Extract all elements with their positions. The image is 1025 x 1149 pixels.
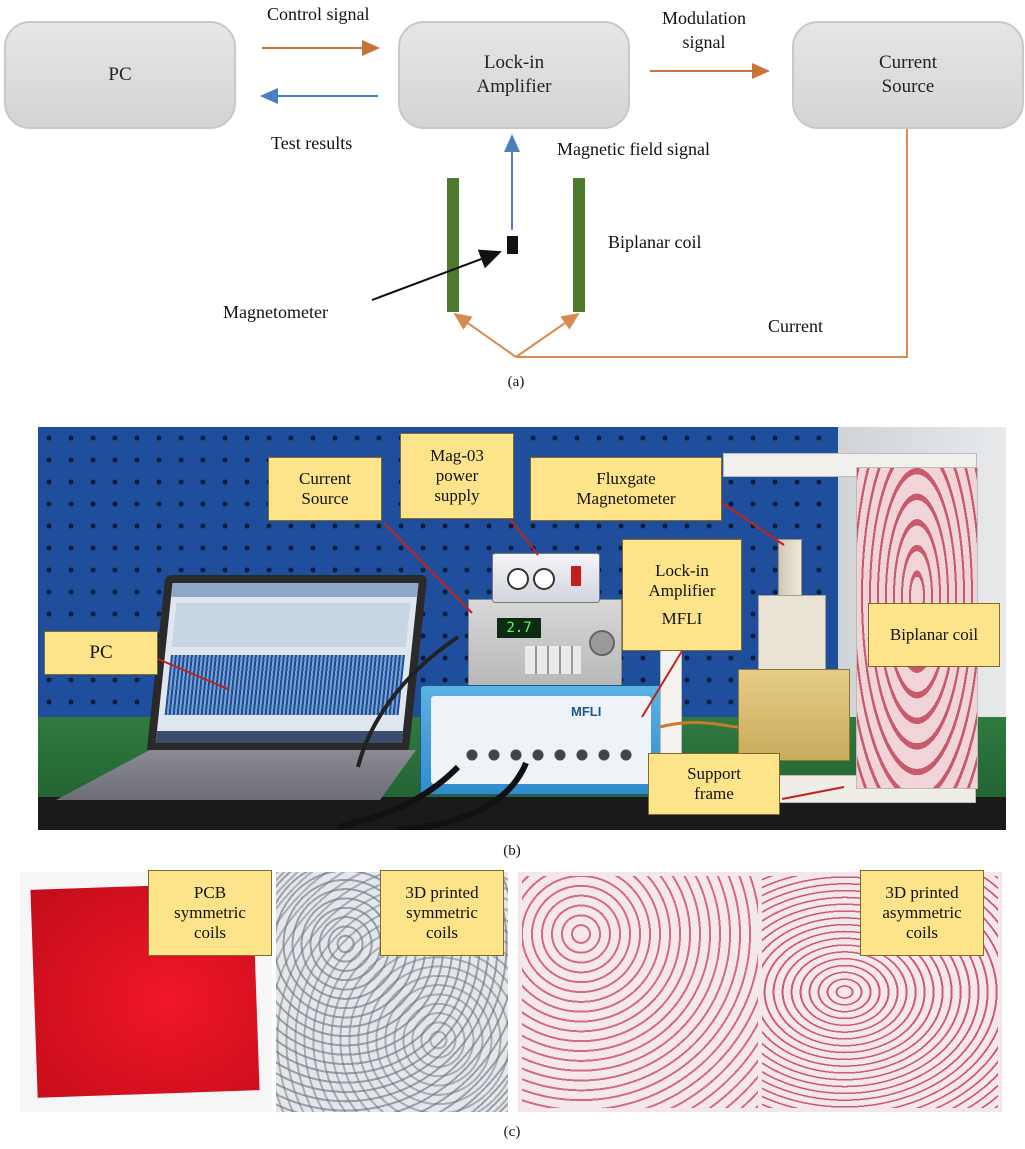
biplanar-coil-right-plate [573,178,585,312]
panel-b-photo: 2.7 MFLI PC [38,427,1006,830]
callout-lockin-line1: Lock-in [655,561,709,580]
mfli-instrument: MFLI [420,685,662,795]
current-source-label-line2: Source [881,76,935,97]
callout-fluxgate-line2: Magnetometer [576,489,676,508]
pc-block: PC [4,21,236,129]
cables [337,635,739,830]
current-source-instrument: 2.7 [468,599,622,689]
mag03-dial-right [533,568,555,590]
callout-biplanar-coil-text: Biplanar coil [889,625,979,644]
callout-mag03-line1: Mag-03 [430,446,484,465]
mfli-brand-label: MFLI [571,704,602,719]
modulation-label-line2: signal [682,32,726,52]
callout-fluxgate-line1: Fluxgate [596,469,656,488]
callout-biplanar-coil: Biplanar coil [868,603,1000,667]
control-signal-label: Control signal [267,4,370,24]
callout-pc: PC [44,631,158,675]
callout-pcb-symmetric-coils: PCB symmetric coils [148,870,272,956]
asymmetric-coil-left-plate [522,876,758,1108]
biplanar-coil-left-plate [447,178,459,312]
mfli-front-panel: MFLI [431,696,651,784]
callout-pcb-line3: coils [193,923,227,942]
current-source-label-line1: Current [878,52,938,73]
caption-c: (c) [503,1124,521,1140]
current-wire [516,127,908,358]
diagram-connectors [260,40,908,358]
callout-pcb-line1: PCB [193,883,227,902]
callout-pcb-line2: symmetric [174,903,246,922]
callout-current-source-line2: Source [301,489,349,508]
current-wire-branch-right [515,312,580,358]
callout-leader-lines [157,502,909,800]
pc-block-label: PC [108,64,132,85]
callout-lockin-line2: Amplifier [648,581,716,600]
callout-3d-printed-symmetric-coils: 3D printed symmetric coils [380,870,504,956]
lockin-label-line2: Amplifier [476,76,552,97]
callout-current-source-line1: Current [299,469,351,488]
callout-printed-sym-line3: coils [425,923,459,942]
caption-a: (a) [507,374,525,390]
callout-printed-asym-line2: asymmetric [882,903,962,922]
callout-printed-sym-line1: 3D printed [405,883,479,902]
lockin-amplifier-block: Lock-in Amplifier [398,21,630,129]
magnetic-field-signal-label: Magnetic field signal [557,139,710,159]
callout-printed-asym-line3: coils [905,923,939,942]
mag03-power-supply-unit [492,553,600,603]
sensor-holder-yellow [738,669,850,761]
current-source-display: 2.7 [497,618,541,638]
fluxgate-mount-block [758,595,826,677]
callout-support-line2: frame [694,784,734,803]
current-source-knob [589,630,615,656]
callout-support-line1: Support [687,764,741,783]
biplanar-coil-label: Biplanar coil [608,232,702,252]
callout-mag03-power-supply: Mag-03 power supply [400,433,514,519]
callout-printed-sym-line2: symmetric [406,903,478,922]
callout-pc-text: PC [89,642,113,663]
callout-mag03-line3: supply [434,486,480,505]
callout-printed-asym-line1: 3D printed [885,883,959,902]
callout-lockin-amplifier: Lock-in Amplifier MFLI [622,539,742,651]
test-results-label: Test results [271,133,353,153]
callout-support-frame: Support frame [648,753,780,815]
mag03-switch [571,566,581,586]
magnetometer-sensor [507,236,518,254]
current-source-block: Current Source [792,21,1024,129]
callout-mag03-line2: power [435,466,479,485]
callout-lockin-line3: MFLI [661,609,703,628]
modulation-label-line1: Modulation [662,8,746,28]
current-source-keypad [525,646,581,674]
mfli-connectors [461,746,641,764]
callout-3d-printed-asymmetric-coils: 3D printed asymmetric coils [860,870,984,956]
callout-fluxgate-magnetometer: Fluxgate Magnetometer [530,457,722,521]
caption-b: (b) [503,843,521,859]
lockin-label-line1: Lock-in [483,52,545,73]
modulation-signal-label: Modulation signal [648,6,760,54]
magnetometer-label: Magnetometer [223,302,328,322]
magnetometer-pointer [371,249,502,301]
mag03-dial-left [507,568,529,590]
current-wire-branch-left [453,312,517,358]
callout-current-source: Current Source [268,457,382,521]
current-label: Current [768,316,823,336]
